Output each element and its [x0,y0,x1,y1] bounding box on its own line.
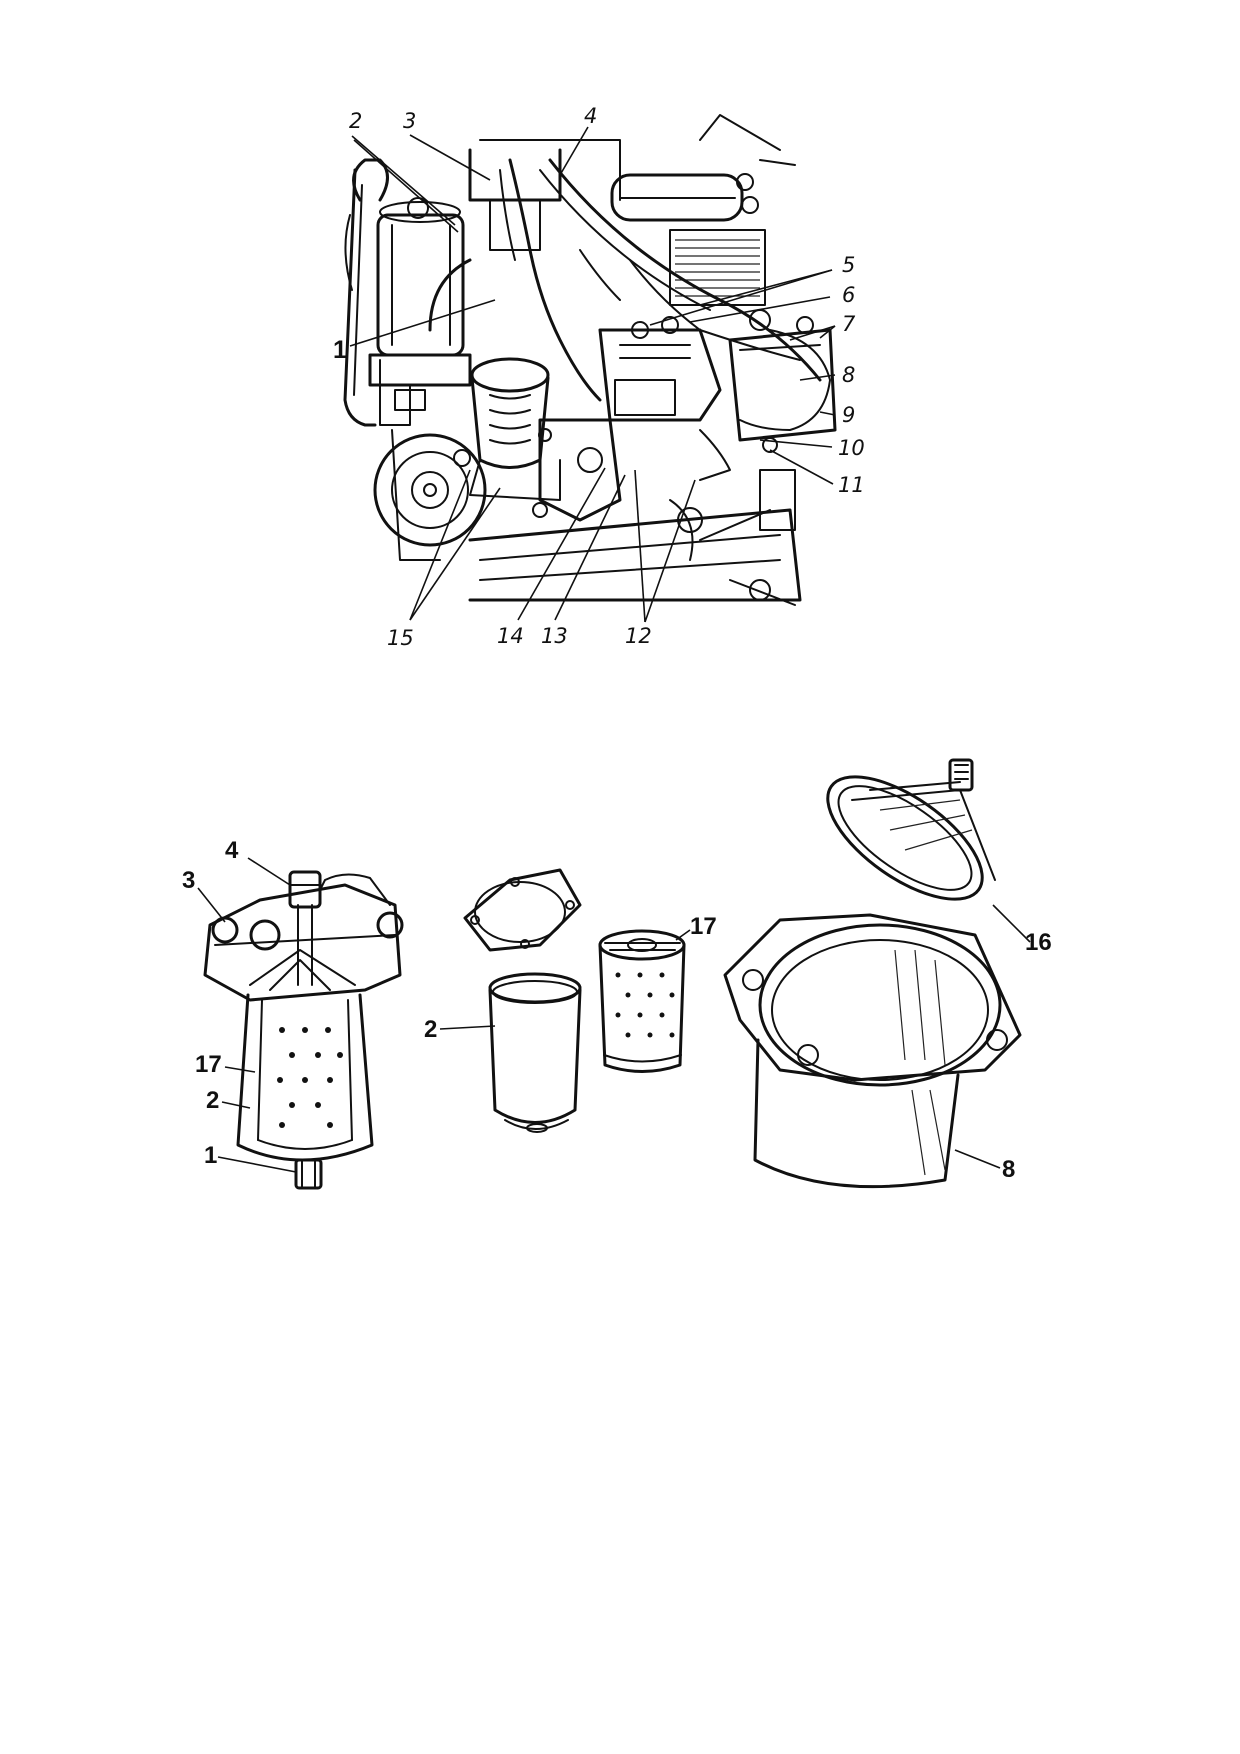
callout-2: 2 [349,109,362,133]
top-leader-lines [349,126,836,623]
callout-14: 14 [497,624,524,648]
callout-3-bottom: 3 [182,867,195,894]
bottom-callouts: 4 3 17 2 1 2 17 16 8 [182,837,1052,1183]
callout-1: 1 [333,336,347,364]
callout-13: 13 [541,624,568,648]
large-housing-drawing [723,913,1022,1189]
filter-element-drawing [598,929,686,1073]
assembled-filter-drawing [203,870,404,1190]
callout-4-bottom: 4 [225,837,239,864]
callout-7: 7 [842,312,856,336]
callout-2-bottom-left: 2 [206,1087,219,1114]
callout-6: 6 [842,283,855,307]
small-bowl-drawing [488,972,582,1133]
callout-11: 11 [838,473,865,497]
callout-17-bottom-element: 17 [690,913,717,940]
callout-3: 3 [403,109,416,133]
top-callouts: 1 2 3 4 5 6 7 8 9 10 11 12 13 14 15 [333,104,865,650]
callout-17-bottom-left: 17 [195,1051,222,1078]
bottom-leader-lines [197,857,1031,1173]
callout-1-bottom: 1 [204,1142,217,1169]
callout-10: 10 [838,436,865,460]
callout-8: 8 [842,363,855,387]
filter-perforations [277,1027,343,1128]
engine-assembly-drawing [343,114,837,623]
callout-2-bottom-bowl: 2 [424,1016,437,1043]
cone-cap-drawing [826,758,996,901]
gasket-drawing [463,868,582,952]
callout-15: 15 [387,626,414,650]
callout-5: 5 [842,253,855,277]
callout-12: 12 [625,624,652,648]
callout-9: 9 [842,403,855,427]
callout-8-bottom: 8 [1002,1156,1015,1183]
callout-16-bottom: 16 [1025,929,1052,956]
callout-4: 4 [584,104,597,128]
